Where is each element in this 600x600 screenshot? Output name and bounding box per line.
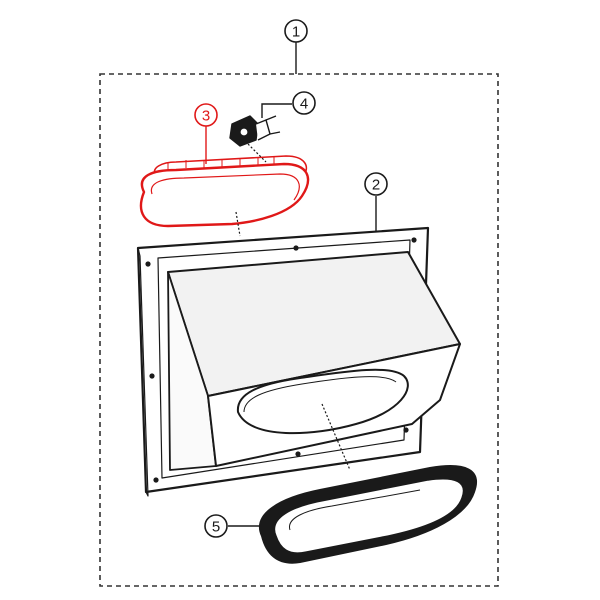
oval-damper-light — [139, 155, 310, 228]
callout-3-bubble: 3 — [194, 103, 218, 127]
connector-plug — [229, 115, 281, 147]
kit-boundary-dashed-box — [99, 73, 499, 587]
callout-1-label: 1 — [292, 24, 300, 41]
oval-gasket-ring — [259, 465, 477, 564]
callout-4-bubble: 4 — [292, 91, 316, 115]
gasket-inner — [273, 478, 465, 554]
callout-4-label: 4 — [300, 96, 308, 113]
callout-4-leader — [261, 103, 292, 118]
vent-hood-housing — [136, 226, 461, 497]
callout-2-bubble: 2 — [364, 172, 388, 196]
damper-body — [139, 162, 310, 228]
damper-alignment-line — [235, 211, 241, 237]
callout-2-label: 2 — [372, 177, 380, 194]
callout-1-bubble: 1 — [284, 19, 308, 43]
plug-alignment-line — [247, 143, 267, 163]
callout-5-bubble: 5 — [204, 514, 228, 538]
duct-opening — [236, 368, 409, 435]
callout-5-label: 5 — [212, 519, 220, 536]
callout-3-label: 3 — [202, 108, 210, 125]
